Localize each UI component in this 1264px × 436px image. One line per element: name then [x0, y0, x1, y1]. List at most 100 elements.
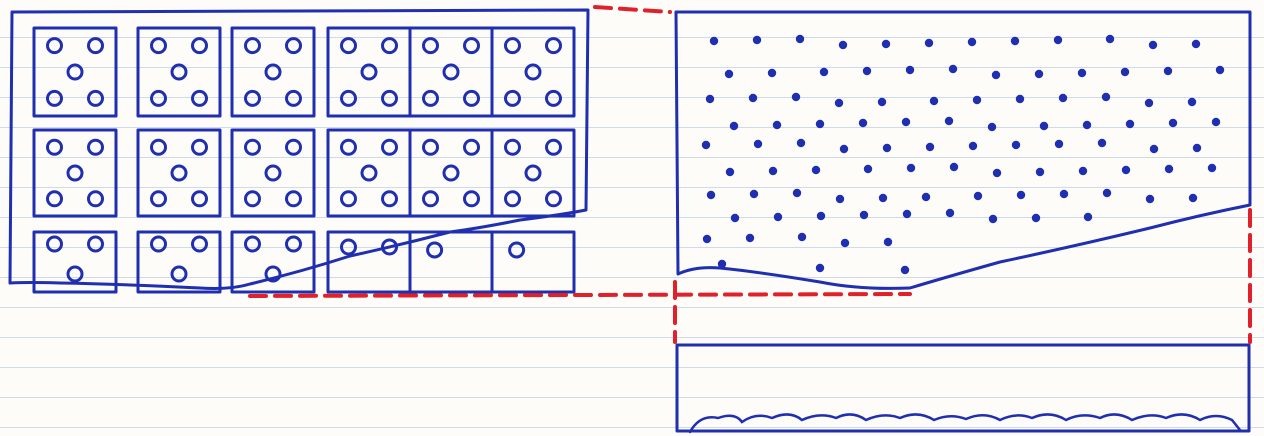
- die-outline: [232, 130, 314, 216]
- dot: [703, 235, 711, 243]
- die-r1-c4: [328, 28, 410, 116]
- dot: [860, 211, 868, 219]
- dot: [1189, 194, 1197, 202]
- die-pip: [152, 192, 166, 206]
- dot: [768, 69, 776, 77]
- dot: [820, 68, 828, 76]
- dot: [878, 98, 886, 106]
- die-pip: [68, 166, 82, 180]
- die-pip: [89, 39, 103, 53]
- die-outline: [138, 28, 220, 116]
- dot: [796, 35, 804, 43]
- dot: [993, 169, 1001, 177]
- die-outline: [328, 28, 410, 116]
- dot: [973, 96, 981, 104]
- die-r3-c6: [492, 232, 574, 292]
- dot: [974, 192, 982, 200]
- die-outline: [232, 28, 314, 116]
- dot: [859, 119, 867, 127]
- die-pip: [424, 140, 438, 154]
- die-pip: [465, 192, 479, 206]
- die-pip: [89, 140, 103, 154]
- die-outline: [34, 130, 116, 216]
- die-pip: [506, 192, 520, 206]
- die-r1-c5: [410, 28, 492, 116]
- die-pip: [465, 39, 479, 53]
- dot: [1106, 35, 1114, 43]
- dot: [816, 120, 824, 128]
- die-pip: [424, 192, 438, 206]
- dot: [773, 121, 781, 129]
- dot: [1149, 41, 1157, 49]
- die-pip: [465, 91, 479, 105]
- dot: [902, 118, 910, 126]
- die-r3-c5: [410, 232, 492, 292]
- die-pip: [362, 166, 376, 180]
- dot: [1084, 213, 1092, 221]
- die-r3-c3: [232, 232, 314, 292]
- die-pip: [89, 91, 103, 105]
- dot: [1192, 40, 1200, 48]
- die-pip: [172, 166, 186, 180]
- die-pip: [547, 39, 561, 53]
- dot: [839, 41, 847, 49]
- dot: [946, 209, 954, 217]
- dot: [725, 70, 733, 78]
- dot-field: [702, 35, 1224, 274]
- dot: [1193, 144, 1201, 152]
- dot: [879, 194, 887, 202]
- dot: [793, 189, 801, 197]
- dot: [798, 233, 806, 241]
- dot: [950, 163, 958, 171]
- dot: [1165, 165, 1173, 173]
- dot: [988, 123, 996, 131]
- die-pip: [246, 140, 260, 154]
- die-pip: [193, 192, 207, 206]
- dot: [1078, 69, 1086, 77]
- dot: [882, 40, 890, 48]
- dot: [906, 66, 914, 74]
- dot: [797, 139, 805, 147]
- dot: [731, 214, 739, 222]
- dot: [926, 143, 934, 151]
- dot: [1054, 36, 1062, 44]
- die-pip: [424, 39, 438, 53]
- die-outline: [492, 232, 574, 292]
- die-pip: [172, 65, 186, 79]
- die-pip: [152, 140, 166, 154]
- dot: [901, 266, 909, 274]
- die-pip: [526, 65, 540, 79]
- die-pip: [246, 39, 260, 53]
- die-pip: [428, 243, 442, 257]
- dot: [702, 141, 710, 149]
- dot: [968, 38, 976, 46]
- dot: [883, 144, 891, 152]
- dot: [1098, 139, 1106, 147]
- dot: [1017, 191, 1025, 199]
- die-outline: [328, 130, 410, 216]
- die-outline: [138, 130, 220, 216]
- die-pip: [444, 166, 458, 180]
- dot: [945, 117, 953, 125]
- die-pip: [68, 65, 82, 79]
- dot: [907, 164, 915, 172]
- dot: [1079, 167, 1087, 175]
- die-pip: [172, 267, 186, 281]
- dot: [836, 195, 844, 203]
- dot: [754, 140, 762, 148]
- die-outline: [410, 232, 492, 292]
- connector-bottom: [250, 294, 910, 296]
- dot: [1055, 140, 1063, 148]
- dot: [1036, 168, 1044, 176]
- dot: [989, 215, 997, 223]
- dot: [1103, 189, 1111, 197]
- die-pip: [547, 91, 561, 105]
- die-pip: [342, 240, 356, 254]
- die-r2-c5: [410, 130, 492, 216]
- dot: [812, 166, 820, 174]
- die-pip: [287, 91, 301, 105]
- die-r2-c2: [138, 130, 220, 216]
- die-pip: [444, 65, 458, 79]
- dot: [1188, 98, 1196, 106]
